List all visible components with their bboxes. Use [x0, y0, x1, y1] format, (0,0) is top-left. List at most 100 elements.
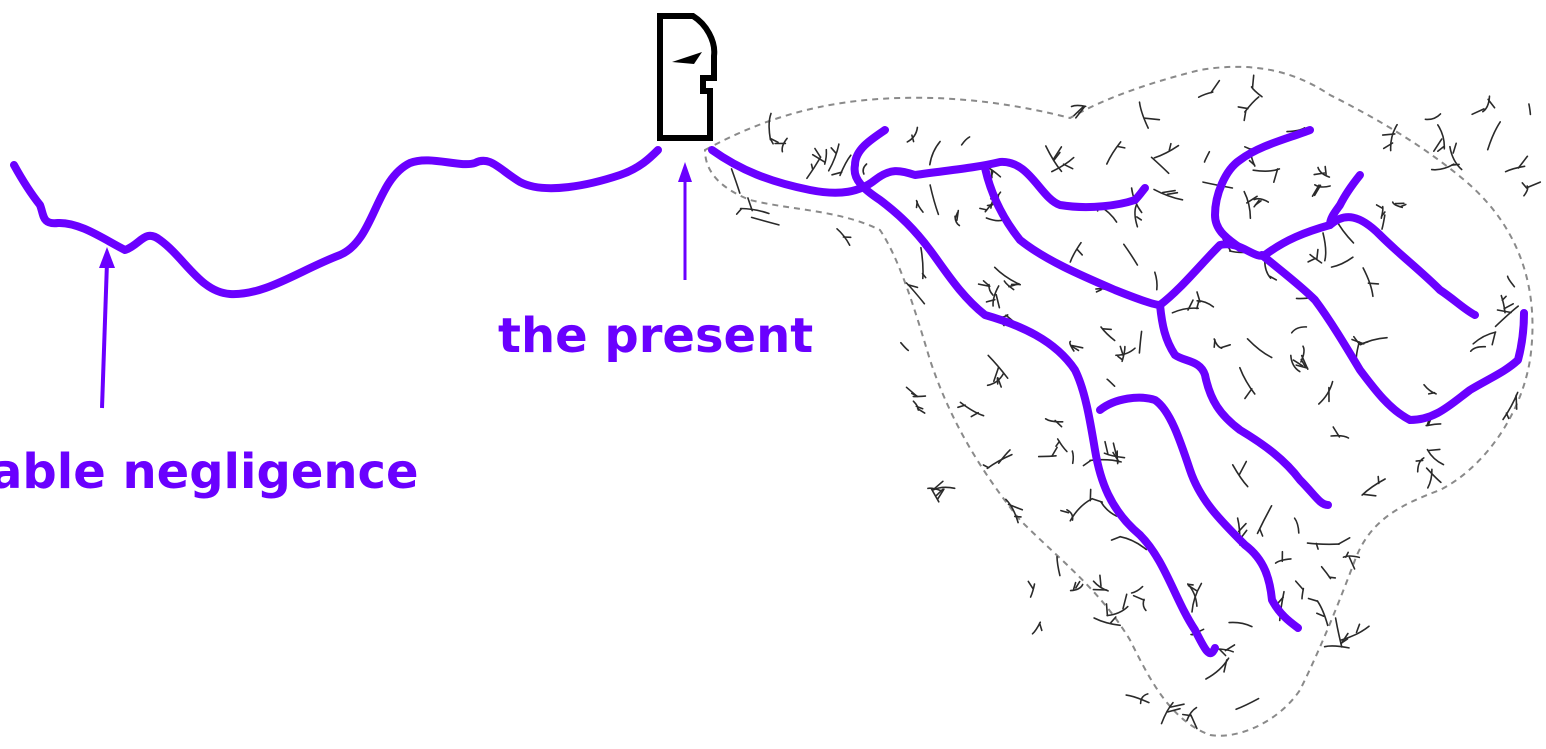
tributary-twig — [1210, 79, 1221, 94]
tributary-twig — [1337, 536, 1351, 545]
tributary-twig — [1051, 446, 1058, 457]
tributary-twig — [1348, 556, 1356, 570]
tributary-twig — [959, 401, 985, 417]
tributary-twig — [1237, 522, 1247, 533]
tributary-twig — [1515, 394, 1518, 410]
present-label: the present — [498, 308, 813, 364]
tributary-twig — [1380, 211, 1386, 217]
tributary-twig — [997, 449, 1011, 464]
tributary-twig — [1095, 288, 1102, 293]
tributary-twig — [1248, 159, 1256, 166]
tributary-twig — [1053, 151, 1061, 161]
tributary-twig — [1342, 555, 1361, 559]
tributary-twig — [1167, 707, 1181, 713]
tributary-twig — [1196, 291, 1201, 303]
future-branch-3 — [1156, 301, 1332, 509]
tributary-twig — [1093, 617, 1121, 627]
tributary-twig — [1517, 155, 1529, 169]
tributary-twig — [1501, 295, 1507, 302]
tributary-twig — [1472, 331, 1497, 345]
tributary-twig — [1237, 106, 1249, 110]
tributary-twig — [957, 404, 966, 409]
tributary-twig — [954, 211, 959, 219]
tributary-twig — [1399, 203, 1407, 208]
tributary-twig — [1525, 181, 1542, 189]
tributary-twig — [1316, 600, 1329, 627]
tributary-twig — [1377, 475, 1380, 485]
tributary-twig — [987, 354, 1009, 379]
tributary-twig — [932, 480, 944, 491]
tributary-twig — [1486, 121, 1501, 151]
tributary-twig — [1066, 509, 1074, 521]
tributary-twig — [921, 272, 927, 279]
tributary-twig — [1521, 182, 1528, 189]
tributary-twig — [1423, 383, 1437, 395]
tributary-twig — [1125, 694, 1150, 704]
tributary-twig — [1427, 391, 1436, 395]
tributary-twig — [1142, 598, 1147, 612]
tributary-twig — [1306, 542, 1340, 546]
tributary-twig — [1528, 103, 1532, 116]
tributary-twig — [1313, 172, 1326, 176]
tributary-twig — [1332, 426, 1341, 438]
tributary-twig — [1292, 359, 1304, 367]
tributary-twig — [1252, 168, 1281, 172]
tributary-twig — [781, 137, 788, 153]
tributary-twig — [1044, 418, 1064, 423]
tributary-twig — [1273, 168, 1279, 183]
tributary-twig — [1117, 145, 1126, 149]
tributary-twig — [1187, 584, 1198, 592]
tributary-twig — [1071, 450, 1075, 465]
tributary-twig — [906, 126, 919, 143]
future-branch-7 — [1258, 251, 1528, 424]
tributary-twig — [769, 137, 779, 144]
future-branches — [708, 126, 1528, 658]
tributary-twig — [1316, 248, 1319, 261]
tributary-twig — [1311, 184, 1320, 197]
tributary-twig — [1008, 282, 1020, 288]
tributary-twig — [1415, 459, 1424, 462]
tributary-twig — [1115, 347, 1136, 357]
tributary-twig — [827, 143, 840, 172]
tributary-twig — [1182, 713, 1192, 717]
tributary-twig — [907, 283, 919, 289]
tributary-twig — [1313, 184, 1322, 197]
tributary-twig — [810, 163, 814, 171]
tributary-twig — [1005, 498, 1019, 524]
tributary-twig — [1523, 185, 1529, 197]
tributary-twig — [1003, 280, 1015, 291]
tributary-twig — [739, 207, 770, 215]
tributary-twig — [986, 203, 994, 207]
tributary-twig — [1069, 583, 1084, 592]
drainage-basin-outline — [703, 65, 1534, 737]
tributary-twig — [1269, 275, 1278, 281]
tributary-twig — [1106, 141, 1122, 165]
tributary-twig — [1318, 380, 1334, 405]
tributary-twig — [1007, 503, 1024, 511]
tributary-twig — [1132, 594, 1145, 602]
tributary-twig — [900, 341, 910, 352]
tributary-twig — [995, 293, 1001, 309]
tributary-twig — [930, 488, 940, 503]
tributary-twig — [1235, 697, 1260, 711]
tributary-twig — [1290, 326, 1308, 334]
tributary-twig — [1196, 300, 1215, 308]
tributary-twig — [1469, 345, 1487, 352]
tributary-twig — [1104, 440, 1109, 455]
tributary-twig — [929, 184, 940, 216]
tributary-twig — [1244, 387, 1253, 400]
tributary-twig — [1166, 191, 1179, 196]
tributary-twig — [1328, 576, 1337, 579]
tributary-twig — [1139, 693, 1149, 705]
tributary-twig — [1075, 105, 1086, 119]
future-trunk — [708, 146, 1149, 212]
tributary-twig — [1037, 455, 1057, 458]
tributary-twig — [936, 488, 945, 500]
tributary-twig — [1427, 468, 1433, 489]
tributary-twig — [1430, 163, 1455, 171]
tributary-twig — [960, 136, 971, 146]
tributary-twig — [735, 207, 743, 215]
tributary-twig — [1504, 165, 1526, 173]
tributary-twig — [1323, 645, 1350, 649]
tributary-twig — [1471, 108, 1485, 116]
